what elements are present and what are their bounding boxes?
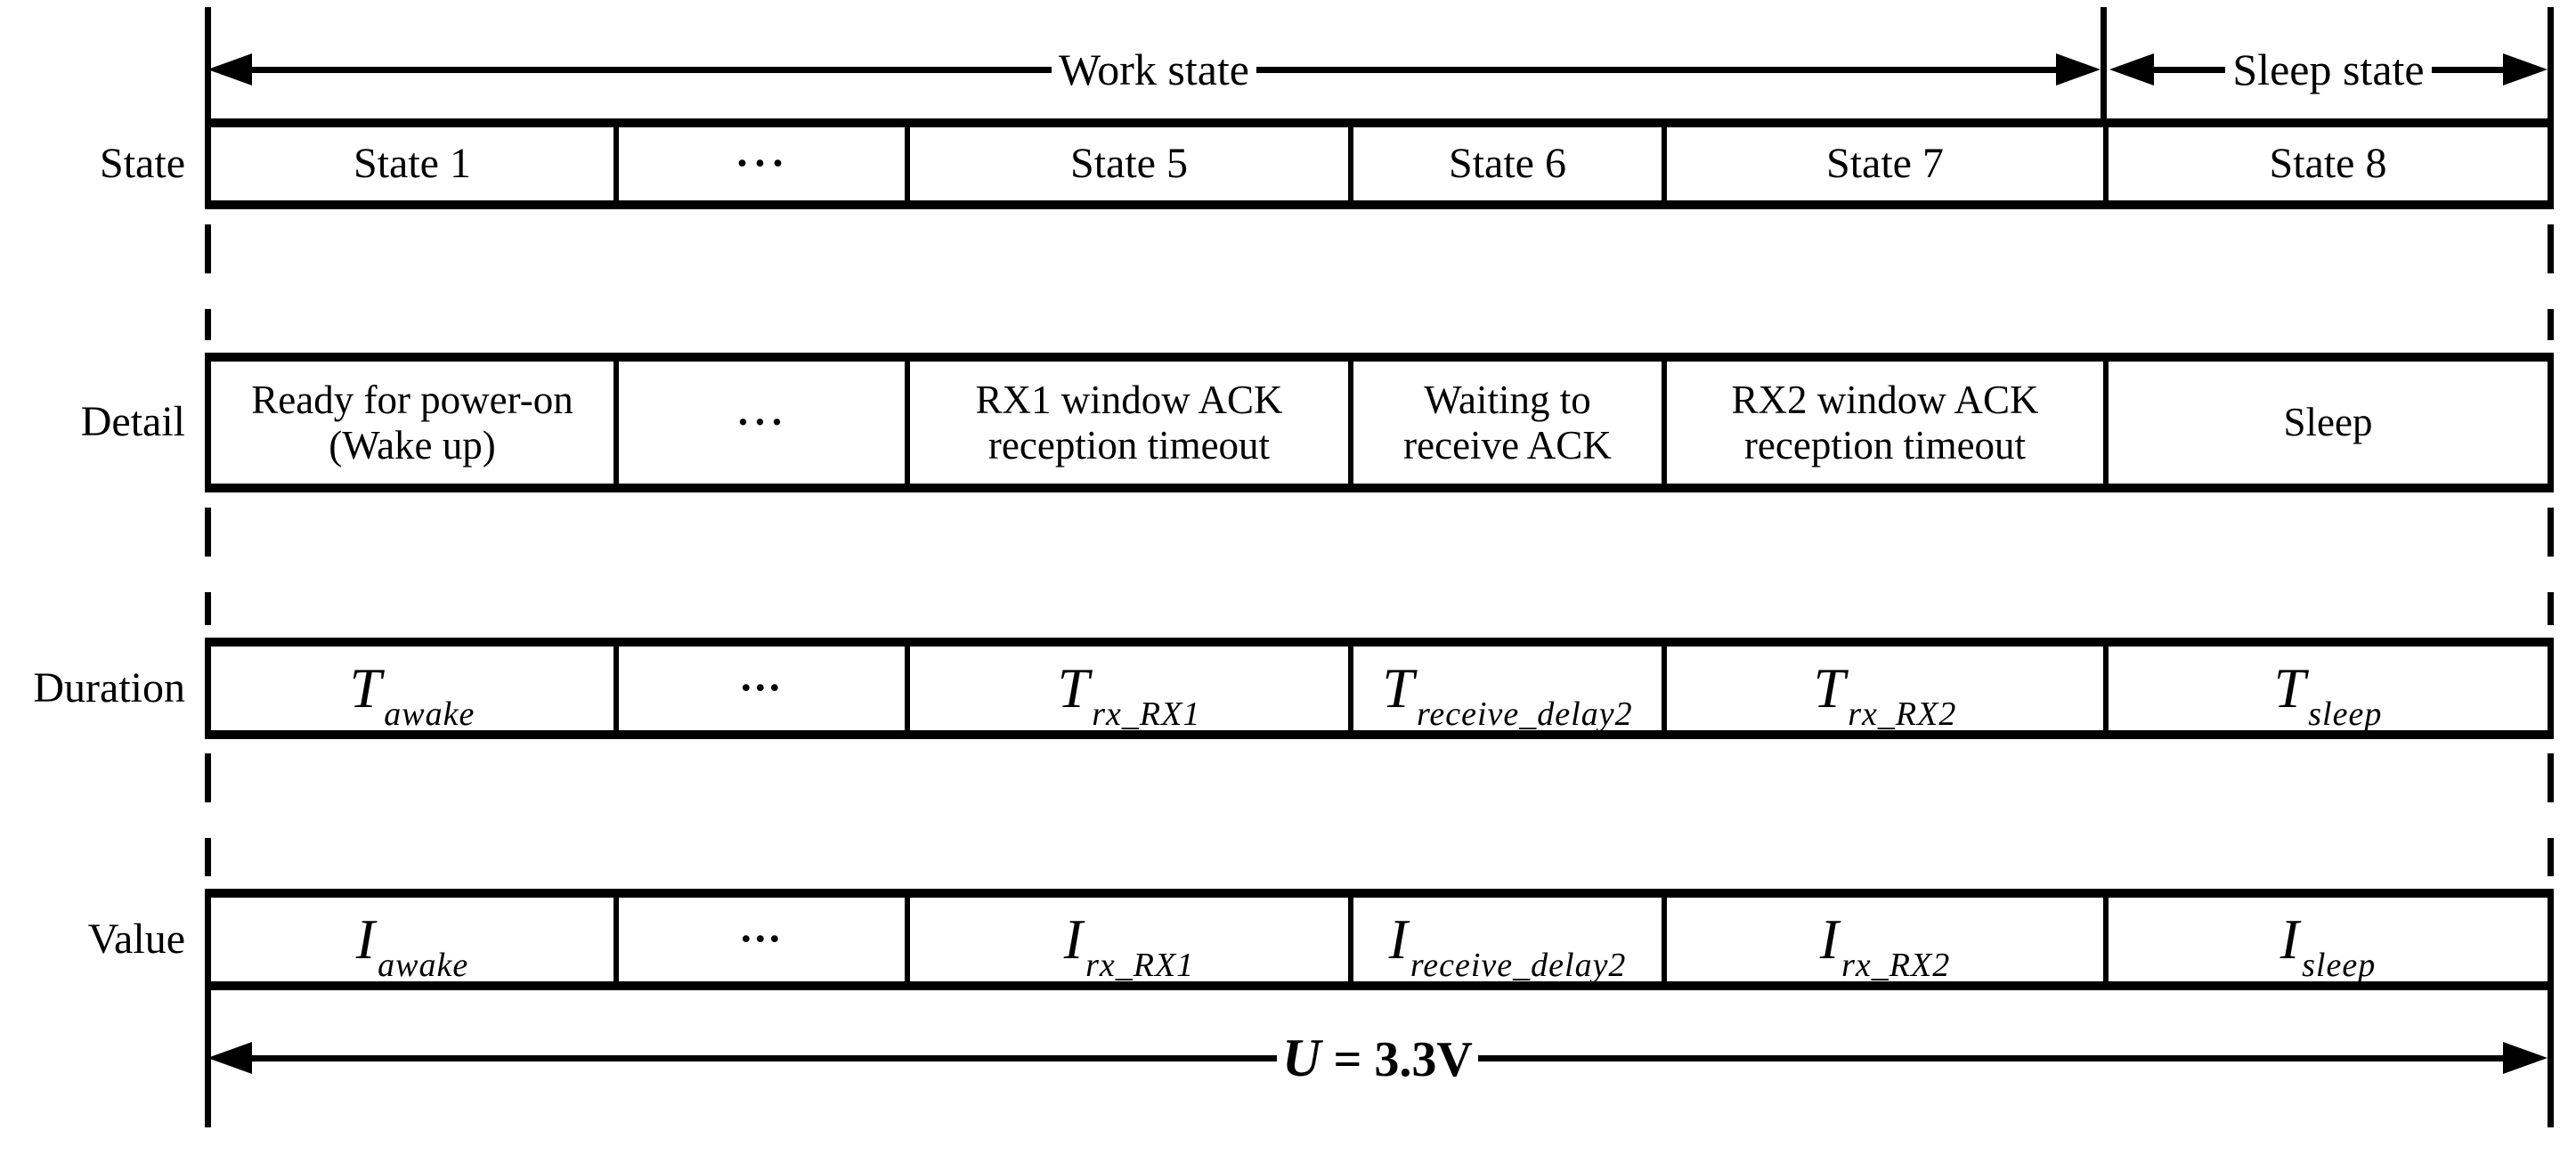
detail-cell-ellipsis: ···: [614, 362, 905, 484]
symbol-base: I: [1819, 907, 1840, 972]
row-label-state: State: [100, 140, 185, 187]
arrowhead-right-icon: [2503, 53, 2548, 85]
value-cell-receive-delay2: Ireceive_delay2: [1348, 898, 1662, 981]
sleep-state-span-arrow: Sleep state: [2109, 45, 2548, 94]
arrowhead-right-icon: [2503, 1042, 2548, 1074]
detail-cell-wakeup: Ready for power-on (Wake up): [211, 362, 614, 484]
left-boundary-dashes-2: [205, 508, 211, 625]
sleep-state-label: Sleep state: [2232, 45, 2425, 94]
symbol-subscript: rx_RX2: [1841, 947, 1951, 981]
detail-cell-rx2-timeout: RX2 window ACK reception timeout: [1662, 362, 2103, 484]
duration-cell-ellipsis: ···: [614, 647, 905, 730]
symbol-base: T: [1057, 656, 1090, 720]
symbol-subscript: awake: [378, 947, 469, 981]
duration-cell-awake: Tawake: [211, 647, 614, 730]
duration-cell-receive-delay2: Treceive_delay2: [1348, 647, 1662, 730]
detail-line: (Wake up): [329, 422, 496, 468]
state-cell-7: State 7: [1662, 127, 2103, 200]
state-cell-5: State 5: [905, 127, 1348, 200]
value-row: Iawake ··· Irx_RX1 Ireceive_delay2 Irx_R…: [205, 889, 2554, 990]
detail-cell-sleep: Sleep: [2103, 362, 2548, 484]
work-state-label: Work state: [1059, 45, 1249, 94]
work-state-span-arrow: Work state: [207, 45, 2101, 94]
row-label-detail: Detail: [80, 398, 185, 445]
symbol-base: T: [349, 656, 382, 720]
state-cell-ellipsis: ···: [614, 127, 905, 200]
state-cell-1: State 1: [353, 140, 471, 188]
detail-row: Ready for power-on (Wake up) ··· RX1 win…: [205, 353, 2554, 492]
arrowhead-left-icon: [2109, 53, 2154, 85]
work-sleep-divider-line: [2101, 7, 2107, 119]
value-cell-awake: Iawake: [211, 898, 614, 981]
voltage-symbol: U: [1282, 1028, 1321, 1087]
left-boundary-dashes-3: [205, 753, 211, 876]
state-cell-6: State 6: [1348, 127, 1662, 200]
arrow-line: [1477, 1054, 2504, 1061]
right-boundary-dashes-1: [2548, 224, 2554, 340]
symbol-base: T: [1813, 656, 1846, 720]
detail-cell-waiting-ack: Waiting to receive ACK: [1348, 362, 1662, 484]
right-boundary-dashes-2: [2548, 508, 2554, 625]
arrow-line: [2431, 66, 2503, 73]
duration-row: Tawake ··· Trx_RX1 Treceive_delay2 Trx_R…: [205, 638, 2554, 739]
arrow-line: [252, 1054, 1278, 1061]
voltage-value: = 3.3V: [1333, 1031, 1473, 1087]
ellipsis: ···: [740, 664, 784, 712]
state-cell-8: State 8: [2103, 127, 2548, 200]
left-boundary-line-top: [205, 7, 211, 119]
detail-line: RX2 window ACK: [1731, 378, 2039, 423]
symbol-base: T: [1382, 656, 1415, 720]
arrowhead-left-icon: [207, 53, 252, 85]
duration-cell-rx-rx2: Trx_RX2: [1662, 647, 2103, 730]
value-cell-sleep: Isleep: [2103, 898, 2548, 981]
state-row: State 1 ··· State 5 State 6 State 7 Stat…: [205, 118, 2554, 209]
symbol-base: T: [2273, 656, 2306, 720]
symbol-subscript: sleep: [2302, 947, 2377, 981]
symbol-subscript: rx_RX1: [1092, 695, 1201, 730]
symbol-subscript: receive_delay2: [1417, 695, 1633, 730]
right-boundary-dashes-3: [2548, 753, 2554, 876]
symbol-base: I: [2279, 907, 2300, 972]
detail-line: Sleep: [2283, 400, 2373, 445]
detail-line: ···: [735, 400, 788, 445]
right-boundary-line-top: [2548, 7, 2554, 119]
arrowhead-right-icon: [2056, 53, 2101, 85]
voltage-span-arrow: U = 3.3V: [207, 1029, 2548, 1087]
arrow-line: [2154, 66, 2226, 73]
symbol-base: I: [355, 907, 376, 972]
symbol-subscript: receive_delay2: [1410, 947, 1627, 981]
symbol-subscript: sleep: [2308, 695, 2383, 730]
detail-line: reception timeout: [1743, 422, 2027, 468]
left-boundary-dashes-1: [205, 224, 211, 340]
symbol-base: I: [1063, 907, 1084, 972]
duration-cell-rx-rx1: Trx_RX1: [905, 647, 1348, 730]
detail-line: Waiting to: [1424, 378, 1591, 423]
duration-cell-sleep: Tsleep: [2103, 647, 2548, 730]
detail-cell-rx1-timeout: RX1 window ACK reception timeout: [905, 362, 1348, 484]
right-boundary-line-bottom: [2548, 990, 2554, 1127]
symbol-subscript: rx_RX1: [1085, 947, 1195, 981]
row-label-duration: Duration: [33, 664, 185, 712]
symbol-base: I: [1388, 907, 1408, 972]
symbol-subscript: rx_RX2: [1848, 695, 1957, 730]
voltage-label: U = 3.3V: [1277, 1028, 1478, 1089]
row-label-value: Value: [87, 915, 185, 963]
ellipsis: ···: [740, 915, 784, 964]
arrowhead-left-icon: [207, 1042, 252, 1074]
arrow-line: [252, 66, 1052, 73]
arrow-line: [1255, 66, 2056, 73]
detail-line: receive ACK: [1403, 422, 1612, 468]
symbol-subscript: awake: [384, 695, 475, 730]
detail-line: Ready for power-on: [251, 378, 573, 423]
detail-line: RX1 window ACK: [975, 378, 1283, 423]
value-cell-ellipsis: ···: [614, 898, 905, 981]
value-cell-rx-rx2: Irx_RX2: [1662, 898, 2103, 981]
value-cell-rx-rx1: Irx_RX1: [905, 898, 1348, 981]
detail-line: reception timeout: [987, 422, 1271, 468]
